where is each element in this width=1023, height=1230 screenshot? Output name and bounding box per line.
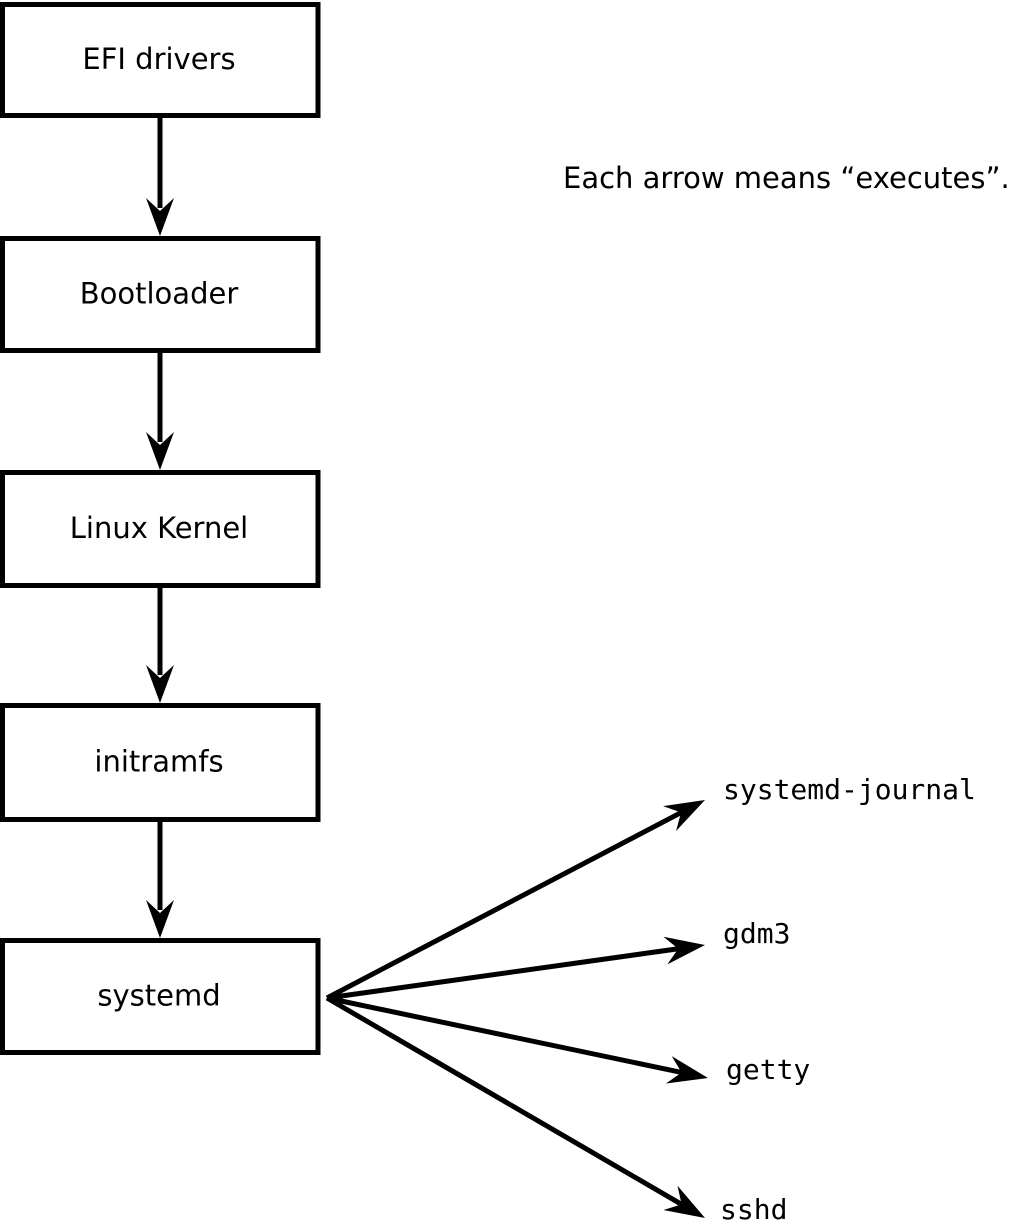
arrow-head bbox=[146, 665, 174, 703]
box-outline-linux-kernel bbox=[0, 470, 321, 588]
arrow-shaft bbox=[326, 995, 683, 1075]
box-label-systemd: systemd bbox=[97, 979, 220, 1013]
service-arrow-sshd bbox=[325, 995, 705, 1218]
service-label-getty: getty bbox=[726, 1053, 810, 1086]
boot-stage-initramfs[interactable]: initramfs bbox=[0, 703, 321, 822]
box-outline-efi-drivers bbox=[0, 2, 321, 118]
box-outline-bootloader bbox=[0, 236, 321, 353]
service-arrow-systemd-journal bbox=[325, 800, 705, 1001]
chain-arrows-group bbox=[146, 118, 174, 938]
box-label-initramfs: initramfs bbox=[94, 745, 223, 779]
boot-stage-efi-drivers[interactable]: EFI drivers bbox=[0, 2, 321, 118]
box-label-efi-drivers: EFI drivers bbox=[82, 42, 235, 76]
boot-stage-systemd[interactable]: systemd bbox=[0, 938, 321, 1055]
boot-stage-linux-kernel[interactable]: Linux Kernel bbox=[0, 470, 321, 588]
box-label-linux-kernel: Linux Kernel bbox=[70, 511, 248, 545]
box-outline-initramfs bbox=[0, 703, 321, 822]
arrow-shaft bbox=[325, 995, 683, 1207]
arrow-head bbox=[146, 432, 174, 470]
box-outline-systemd bbox=[0, 938, 321, 1055]
arrow-head bbox=[146, 900, 174, 938]
arrow-shaft bbox=[326, 946, 679, 1001]
service-label-sshd: sshd bbox=[720, 1193, 787, 1226]
chain-arrow-initramfs-to-systemd bbox=[146, 822, 174, 938]
boot-stage-bootloader[interactable]: Bootloader bbox=[0, 236, 321, 353]
box-label-bootloader: Bootloader bbox=[80, 277, 239, 311]
caption-legend-text: Each arrow means “executes”. bbox=[563, 161, 1010, 195]
service-label-systemd-journal: systemd-journal bbox=[723, 773, 976, 806]
arrow-head bbox=[663, 1185, 705, 1218]
arrow-head bbox=[665, 1056, 708, 1084]
service-labels-group: systemd-journal gdm3 getty sshd bbox=[720, 773, 976, 1226]
arrow-head bbox=[663, 800, 705, 831]
chain-arrow-bootloader-to-linux-kernel bbox=[146, 353, 174, 470]
service-arrow-getty bbox=[326, 995, 708, 1084]
arrow-shaft bbox=[325, 810, 683, 1001]
service-arrows-group bbox=[325, 800, 708, 1218]
service-label-gdm3: gdm3 bbox=[723, 917, 790, 950]
arrow-head bbox=[663, 936, 705, 965]
chain-arrow-linux-kernel-to-initramfs bbox=[146, 588, 174, 703]
service-arrow-gdm3 bbox=[326, 936, 705, 1001]
chain-arrow-efi-drivers-to-bootloader bbox=[146, 118, 174, 236]
arrow-head bbox=[146, 198, 174, 236]
